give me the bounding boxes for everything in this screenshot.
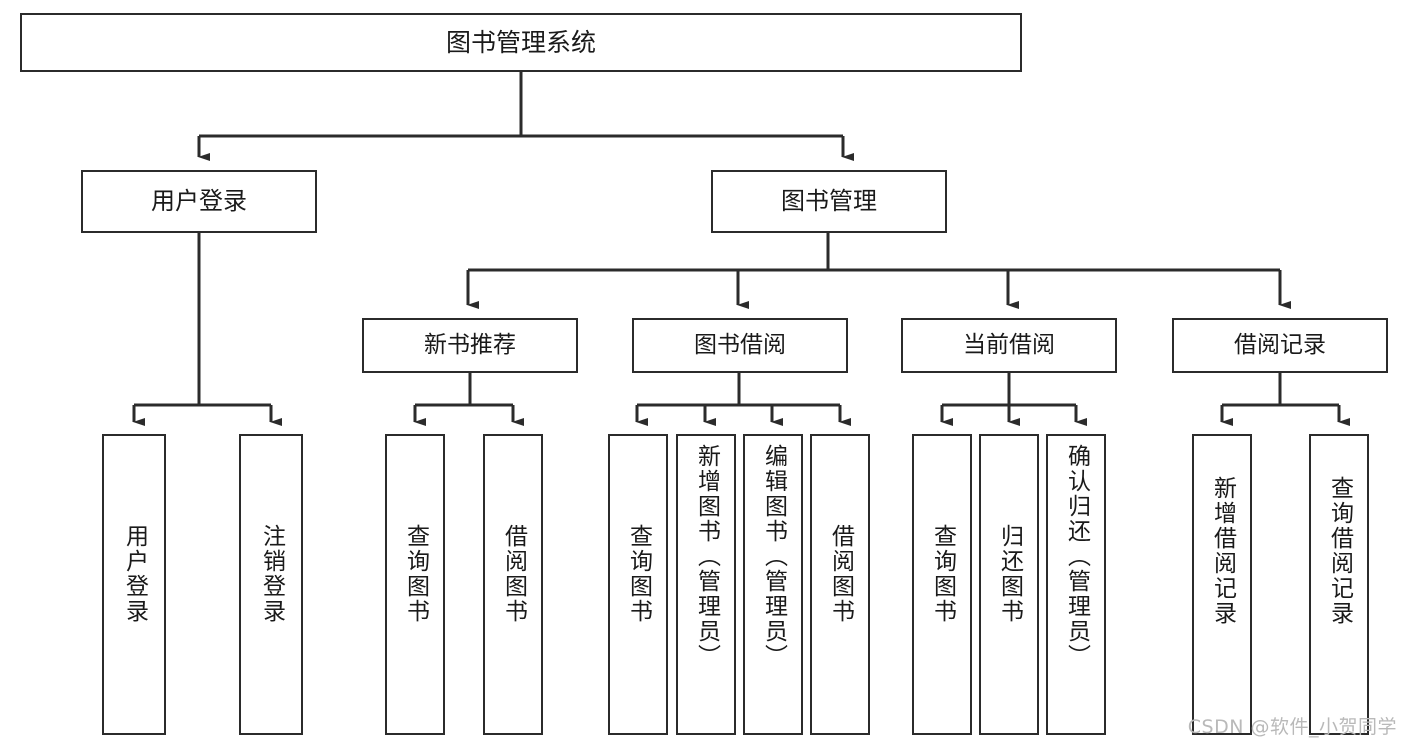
node-label: 借阅图书 — [827, 524, 854, 624]
node-book-management[interactable]: 图书管理 — [711, 170, 947, 233]
node-leaf-confirm-return-admin[interactable]: 确认归还（管理员） — [1046, 434, 1106, 735]
node-root-book-management-system[interactable]: 图书管理系统 — [20, 13, 1022, 72]
node-label: 图书管理 — [781, 187, 877, 216]
node-label: 新增借阅记录 — [1209, 476, 1236, 626]
node-label: 图书管理系统 — [445, 27, 596, 57]
node-user-login[interactable]: 用户登录 — [81, 170, 317, 233]
node-label: 新增图书（管理员） — [693, 444, 720, 669]
node-leaf-add-borrow-record[interactable]: 新增借阅记录 — [1192, 434, 1252, 735]
node-label: 归还图书 — [996, 524, 1023, 624]
node-borrow-record[interactable]: 借阅记录 — [1172, 318, 1388, 373]
node-leaf-return-book[interactable]: 归还图书 — [979, 434, 1039, 735]
node-book-borrow[interactable]: 图书借阅 — [632, 318, 848, 373]
node-leaf-query-book-recommend[interactable]: 查询图书 — [385, 434, 445, 735]
node-leaf-query-book-current[interactable]: 查询图书 — [912, 434, 972, 735]
node-leaf-borrow-book-borrow[interactable]: 借阅图书 — [810, 434, 870, 735]
node-label: 借阅图书 — [500, 524, 527, 624]
node-label: 用户登录 — [151, 187, 247, 216]
node-leaf-query-book-borrow[interactable]: 查询图书 — [608, 434, 668, 735]
node-label: 借阅记录 — [1234, 331, 1326, 358]
node-label: 新书推荐 — [424, 331, 516, 358]
node-new-book-recommend[interactable]: 新书推荐 — [362, 318, 578, 373]
node-label: 注销登录 — [258, 524, 285, 624]
node-leaf-user-login[interactable]: 用户登录 — [102, 434, 166, 735]
node-leaf-edit-book-admin[interactable]: 编辑图书（管理员） — [743, 434, 803, 735]
csdn-watermark: CSDN @软件_小贺同学 — [1187, 716, 1397, 738]
node-label: 确认归还（管理员） — [1063, 444, 1090, 669]
node-label: 查询借阅记录 — [1326, 476, 1353, 626]
node-label: 查询图书 — [929, 524, 956, 624]
node-label: 当前借阅 — [963, 331, 1055, 358]
node-leaf-logout-login[interactable]: 注销登录 — [239, 434, 303, 735]
node-label: 用户登录 — [121, 524, 148, 624]
node-leaf-borrow-book-recommend[interactable]: 借阅图书 — [483, 434, 543, 735]
node-label: 查询图书 — [402, 524, 429, 624]
node-leaf-add-book-admin[interactable]: 新增图书（管理员） — [676, 434, 736, 735]
node-label: 图书借阅 — [694, 331, 786, 358]
node-leaf-query-borrow-record[interactable]: 查询借阅记录 — [1309, 434, 1369, 735]
node-current-borrow[interactable]: 当前借阅 — [901, 318, 1117, 373]
node-label: 查询图书 — [625, 524, 652, 624]
node-label: 编辑图书（管理员） — [760, 444, 787, 669]
